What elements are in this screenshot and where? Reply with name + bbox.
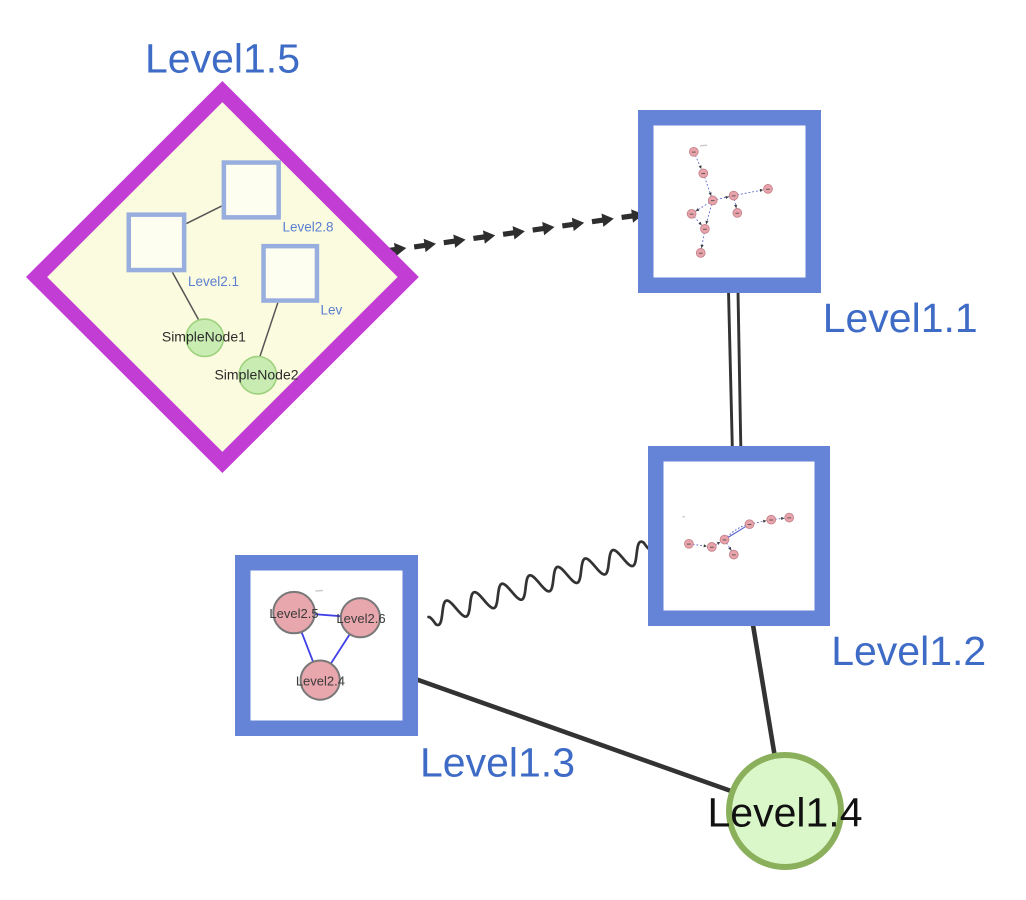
label-level2-4: Level2.4: [296, 674, 345, 689]
label-level2-8: Level2.8: [283, 220, 334, 235]
arrow-chain-arrow: [561, 217, 585, 232]
level1-1-mini-edge-arrowhead: [705, 220, 709, 225]
level1-1-mini-edge: [733, 195, 738, 213]
arrow-chain-arrow: [532, 221, 555, 236]
node-level1-2-group[interactable]: [648, 446, 830, 626]
level1-2-mini-double-edge-a: [724, 523, 750, 541]
label-level2-5: Level2.5: [269, 606, 318, 621]
level1-2-mini-edge: [771, 517, 790, 521]
level1-1-mini-edge: [704, 200, 714, 230]
arrow-chain-arrow: [621, 209, 644, 223]
node-level2-6[interactable]: [339, 597, 381, 639]
edge-level2-1-to-level2-8[interactable]: [186, 205, 222, 225]
level1-2-mini-edge: [724, 539, 735, 555]
arrow-chain-arrow: [443, 234, 466, 248]
level1-1-mini-edge-arrowhead: [708, 192, 712, 196]
level1-2-mini-edge-arrowhead: [703, 544, 707, 548]
arrow-chain-arrow: [502, 226, 525, 240]
node-simplenode2[interactable]: [238, 355, 278, 395]
edge-level1-3-to-level1-4[interactable]: [413, 676, 732, 794]
level1-3-artifact: [315, 589, 324, 592]
node-level1-5-group[interactable]: Level2.8 Level2.1 Lev SimpleNode1 Simple…: [25, 81, 419, 473]
label-level1-4: Level1.4: [707, 790, 862, 836]
level1-2-mini-edge-arrowhead: [762, 519, 767, 523]
level1-2-mini-edge-arrowhead: [780, 516, 785, 521]
node-level2-5[interactable]: [272, 590, 316, 635]
level1-5-diamond-shape[interactable]: [25, 81, 419, 473]
edge-level1-5-to-level1-1-arrows[interactable]: [376, 209, 644, 261]
arrow-chain-arrow: [473, 230, 496, 244]
node-level1-3-group[interactable]: Level2.5 Level2.6 Level2.4: [235, 555, 418, 736]
level1-3-rect[interactable]: [235, 555, 418, 736]
arrow-chain-arrow: [413, 238, 436, 253]
level1-2-artifact: [682, 515, 686, 518]
label-level1-2: Level1.2: [831, 628, 986, 674]
label-level1-1: Level1.1: [823, 295, 978, 341]
level1-1-mini-edge-arrowhead: [759, 188, 764, 193]
node-simplenode1[interactable]: [185, 318, 225, 358]
edge-level2-x-to-simplenode2[interactable]: [258, 302, 279, 358]
label-level2-x: Lev: [321, 303, 343, 318]
node-level2-4[interactable]: [299, 659, 341, 701]
node-level2-x[interactable]: [261, 243, 320, 303]
level1-2-mini-edge-arrowhead: [728, 546, 732, 551]
level1-1-mini-edge-arrowhead: [734, 204, 738, 209]
node-level1-4[interactable]: Level1.4: [707, 752, 863, 870]
level1-1-mini-edge-arrowhead: [725, 195, 729, 199]
level1-1-mini-edge-arrowhead: [698, 221, 702, 226]
node-level2-8[interactable]: [221, 160, 281, 220]
arrow-chain-arrow: [591, 213, 614, 227]
level1-1-mini-edge-arrowhead: [698, 165, 702, 169]
level1-1-mini-edge-arrowhead: [695, 208, 700, 212]
edge-level1-2-to-level1-4[interactable]: [750, 621, 777, 755]
edge-level2-1-to-simplenode1[interactable]: [171, 271, 200, 321]
label-simplenode1: SimpleNode1: [162, 329, 246, 345]
label-level1-5: Level1.5: [145, 36, 300, 82]
level1-2-rect[interactable]: [648, 446, 830, 626]
level1-2-inner-graph: [684, 512, 795, 560]
label-simplenode2: SimpleNode2: [214, 367, 298, 383]
edge-level1-3-to-level1-2-wavy[interactable]: [427, 540, 653, 627]
level1-1-artifact: [699, 144, 708, 147]
level1-1-mini-edge-arrowhead: [700, 244, 704, 249]
edge-level1-1-to-level1-2[interactable]: [727, 290, 743, 448]
label-level2-6: Level2.6: [336, 611, 385, 626]
level1-4-circle[interactable]: [726, 752, 844, 870]
node-level2-1[interactable]: [126, 212, 187, 273]
level1-1-inner-graph: [686, 146, 773, 258]
level1-2-mini-edge-arrowhead: [716, 542, 721, 546]
level1-1-rect[interactable]: [638, 110, 821, 293]
label-level2-1: Level2.1: [188, 274, 239, 289]
label-level1-3: Level1.3: [420, 740, 575, 786]
node-level1-1-group[interactable]: [638, 110, 821, 293]
